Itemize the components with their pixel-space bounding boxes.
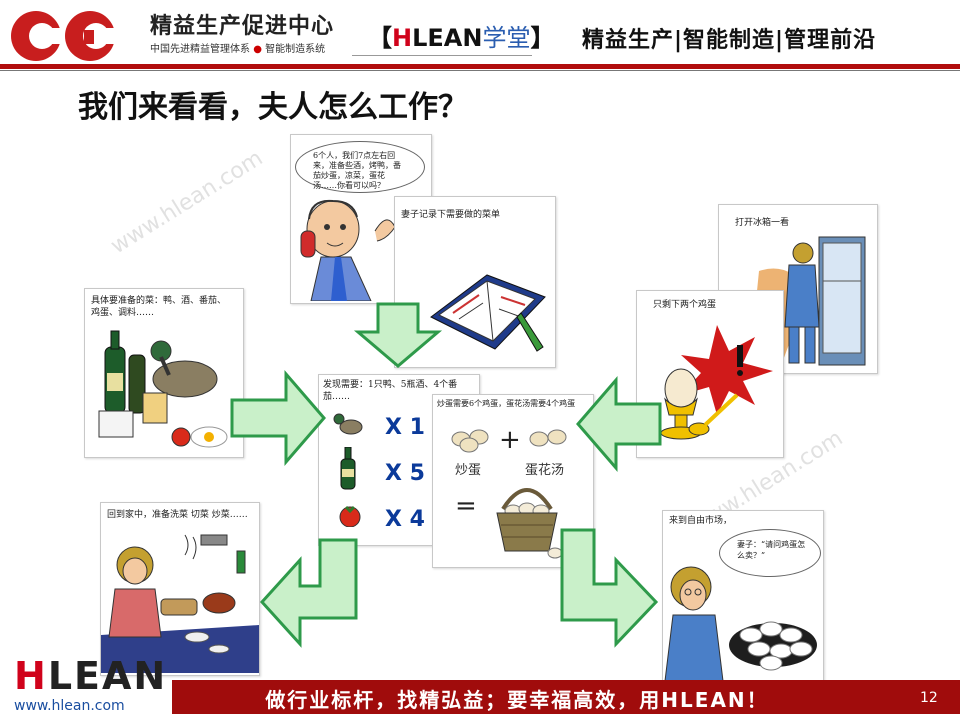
plus-sign: +: [499, 425, 521, 455]
footer-bar: [172, 680, 960, 714]
ingredients-text: 具体要准备的菜：鸭、酒、番茄、鸡蛋、调料……: [91, 296, 227, 318]
company-logo-icon: [11, 11, 116, 61]
egg-calc-text: 炒蛋需要6个鸡蛋，蛋花汤需要4个鸡蛋: [437, 399, 576, 408]
notebook-text: 妻子记录下需要做的菜单: [401, 210, 501, 220]
footer-url-link[interactable]: www.hlean.com: [14, 698, 125, 714]
footer-logo-h: H: [14, 654, 48, 698]
card-ingredients: 具体要准备的菜：鸭、酒、番茄、鸡蛋、调料……: [84, 288, 244, 458]
footer-logo: HLEAN: [14, 654, 167, 698]
eggs-pile-left-icon: [451, 429, 489, 453]
hlean-xuetang: 学堂: [482, 24, 531, 52]
egg-cup-surprise-icon: [660, 325, 773, 440]
egg-basket-icon: [496, 488, 563, 559]
header-red-divider: [0, 64, 960, 69]
header-thin-divider: [352, 55, 532, 56]
card-market: 来到自由市场， 妻子：“请问鸡蛋怎么卖？”: [662, 510, 824, 684]
card-eggs-left: 只剩下两个鸡蛋: [636, 290, 784, 458]
egg-left-label: 炒蛋: [455, 463, 482, 478]
bracket-left: 【: [368, 24, 392, 52]
arrow-right-icon: [230, 369, 326, 467]
card-phone-call: 6个人，我们7点左右回来，准备些酒，烤鸭，番茄炒蛋，凉菜，蛋花汤……你看可以吗？: [290, 134, 432, 304]
page-number: 12: [920, 690, 938, 706]
eggs-pile-right-icon: [529, 429, 567, 447]
equals-sign: =: [455, 491, 477, 521]
watermark-left: www.hlean.com: [106, 145, 268, 260]
market-bubble-text: 妻子：“请问鸡蛋怎么卖？”: [737, 540, 806, 560]
card-egg-calc: 炒蛋需要6个鸡蛋，蛋花汤需要4个鸡蛋 + 炒蛋 蛋花汤 =: [432, 394, 594, 568]
hlean-h: H: [392, 24, 413, 52]
wine-count: X 5: [385, 461, 425, 486]
brand-sub-dot-icon: ●: [253, 44, 262, 55]
tomato-count: X 4: [385, 507, 425, 532]
brand-sub-left: 中国先进精益管理体系: [150, 44, 250, 55]
card-notebook: 妻子记录下需要做的菜单: [394, 196, 556, 368]
cooking-text: 回到家中，准备洗菜 切菜 炒菜……: [107, 510, 248, 520]
wine-bottle-icon: [340, 447, 356, 490]
man-on-phone-icon: [300, 199, 396, 301]
speech-bubble: [295, 141, 425, 193]
header-slogan: 精益生产|智能制造|管理前沿: [582, 28, 877, 53]
fridge-text: 打开冰箱一看: [735, 218, 790, 228]
duck-count: X 1: [385, 415, 425, 440]
bracket-right: 】: [530, 24, 555, 52]
tomato-icon: [339, 505, 361, 527]
card-cooking: 回到家中，准备洗菜 切菜 炒菜……: [100, 502, 260, 676]
market-text: 来到自由市场，: [669, 516, 733, 526]
brand-sub-right: 智能制造系统: [265, 44, 326, 55]
ingredients-icon: [98, 330, 228, 448]
footer-logo-lean: LEAN: [47, 654, 168, 698]
notebook-pen-icon: [430, 274, 546, 352]
hlean-lean: LEAN: [412, 24, 483, 52]
brand-subtitle: 中国先进精益管理体系 ● 智能制造系统: [150, 40, 325, 55]
footer-slogan: 做行业标杆，找精弘益；要幸福高效，用HLEAN！: [265, 688, 769, 712]
need-list-text: 发现需要：1只鸭、5瓶酒、4个番茄……: [323, 380, 458, 402]
phone-call-text: 6个人，我们7点左右回来，准备些酒，烤鸭，番茄炒蛋，凉菜，蛋花汤……你看可以吗？: [313, 151, 401, 190]
brand-name: 精益生产促进中心: [150, 14, 335, 39]
slide-title: 我们来看看，夫人怎么工作？: [78, 90, 468, 125]
duck-icon: [333, 413, 363, 435]
header: 精益生产促进中心 中国先进精益管理体系 ● 智能制造系统 【HLEAN学堂】 精…: [0, 0, 960, 72]
eggs-left-text: 只剩下两个鸡蛋: [653, 300, 717, 310]
arrow-down-left-icon: [259, 538, 358, 648]
hlean-academy-label: 【HLEAN学堂】: [368, 18, 554, 53]
header-grey-divider: [0, 70, 960, 71]
market-speech-bubble: [719, 529, 821, 577]
egg-right-label: 蛋花汤: [525, 463, 565, 478]
woman-cooking-icon: [101, 534, 259, 673]
woman-buying-eggs-icon: [664, 566, 817, 681]
